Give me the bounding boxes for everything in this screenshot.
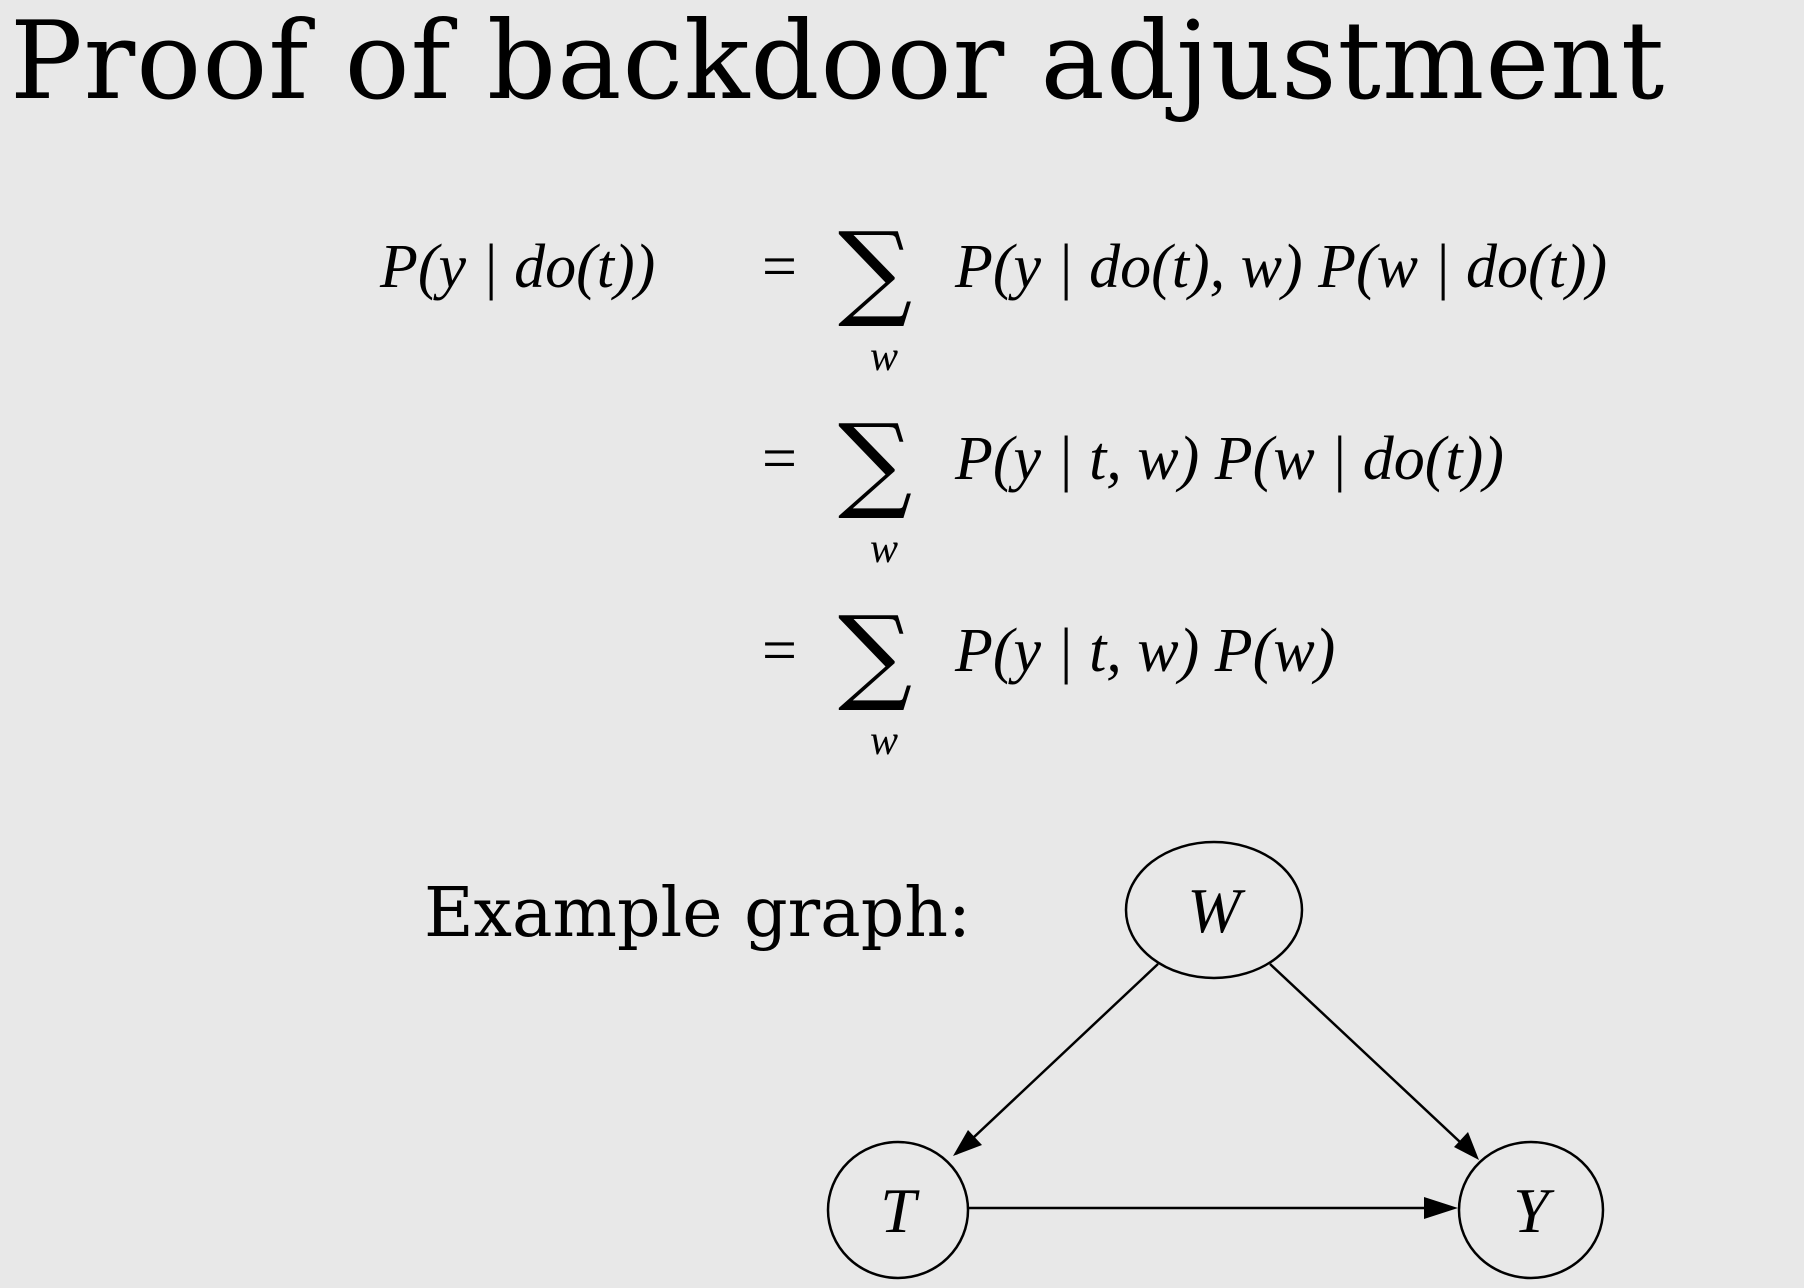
- equals-sign-3: =: [762, 617, 797, 685]
- example-graph-label: Example graph:: [424, 874, 971, 953]
- summation-index-1: w: [870, 334, 899, 380]
- equation-line2-rhs: P(y | t, w) P(w | do(t)): [955, 425, 1504, 493]
- equation-line1-rhs: P(y | do(t), w) P(w | do(t)): [955, 233, 1608, 301]
- node-t: T: [826, 1140, 970, 1280]
- node-w: W: [1124, 840, 1304, 980]
- node-w-label: W: [1187, 875, 1246, 946]
- edge-w-to-t: [955, 963, 1159, 1155]
- equation-line3-rhs: P(y | t, w) P(w): [955, 617, 1336, 685]
- equals-sign-2: =: [762, 425, 797, 493]
- edge-t-to-y-arrowhead: [1424, 1197, 1458, 1219]
- edge-w-to-y-arrowhead: [1454, 1132, 1479, 1160]
- node-t-label: T: [880, 1175, 920, 1246]
- edge-w-to-t-arrowhead: [953, 1130, 982, 1156]
- summation-symbol-3: ∑: [838, 593, 913, 715]
- edge-w-to-y: [1269, 963, 1477, 1158]
- equals-sign-1: =: [762, 233, 797, 301]
- node-y: Y: [1457, 1140, 1605, 1280]
- page-title: Proof of backdoor adjustment: [10, 0, 1666, 124]
- summation-index-2: w: [870, 526, 899, 572]
- equation-line1-lhs: P(y | do(t)): [380, 233, 656, 301]
- node-y-label: Y: [1513, 1175, 1555, 1246]
- summation-symbol-2: ∑: [838, 401, 913, 523]
- summation-index-3: w: [870, 718, 899, 764]
- summation-symbol-1: ∑: [838, 209, 913, 331]
